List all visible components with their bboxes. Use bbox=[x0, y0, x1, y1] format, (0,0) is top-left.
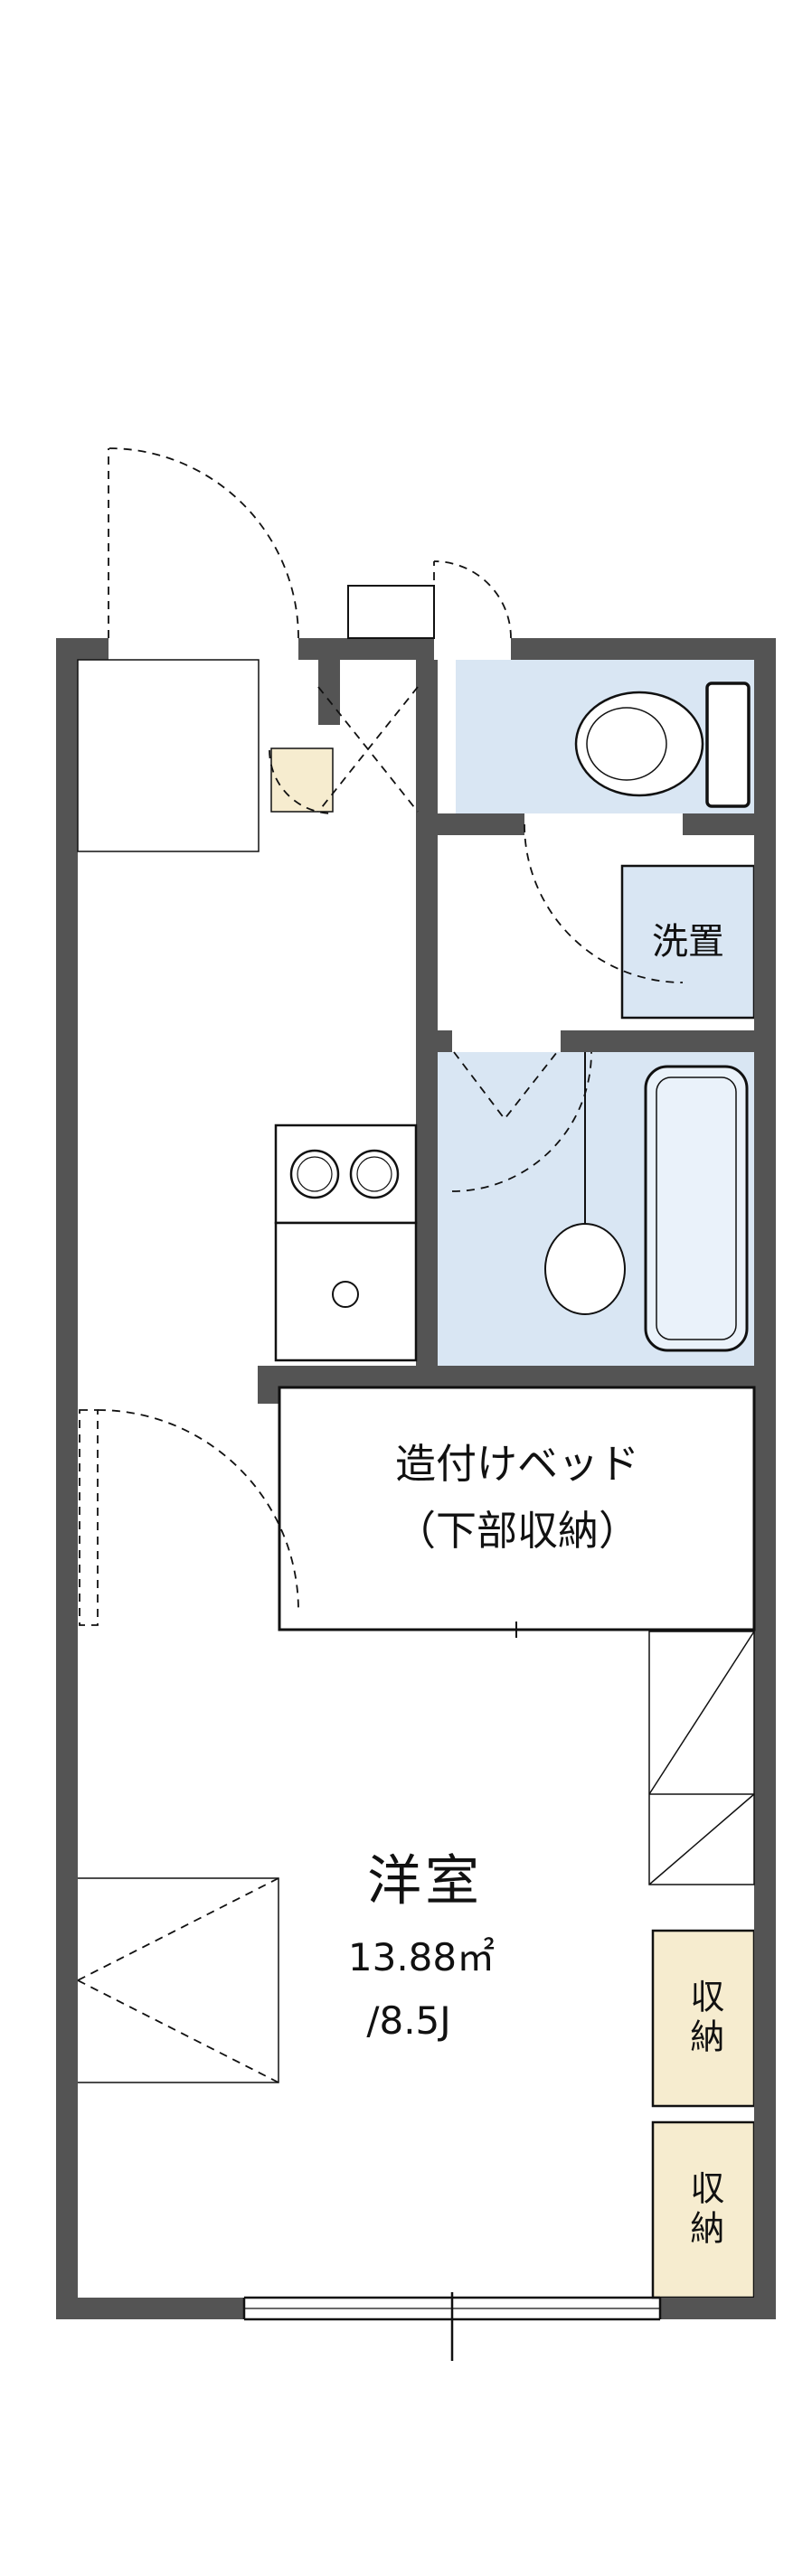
genkan-door-arc bbox=[269, 749, 334, 814]
closet-fold-line2 bbox=[77, 1979, 279, 2083]
room-name-label: 洋室 bbox=[367, 1849, 483, 1913]
room-door-arc bbox=[97, 1409, 299, 1612]
toilet-seat-icon bbox=[586, 707, 667, 781]
room-area-jo-label: /8.5J bbox=[366, 1998, 451, 2043]
stove-burner-right-icon bbox=[349, 1149, 400, 1199]
washing-machine-space bbox=[620, 864, 756, 1020]
door-swings bbox=[77, 447, 684, 2083]
bottom-wall-left bbox=[56, 2298, 244, 2319]
entrance-porch-box bbox=[347, 585, 435, 639]
room-area-m2-label: 13.88㎡ bbox=[347, 1934, 496, 1979]
sink-drain-icon bbox=[332, 1281, 359, 1308]
storage-box-bottom bbox=[651, 2120, 756, 2299]
entrance-door-arc bbox=[108, 447, 299, 639]
bathtub-icon bbox=[644, 1065, 749, 1352]
kitchen-sink-icon bbox=[274, 1221, 418, 1362]
shelf-diagonal-lower bbox=[648, 1793, 755, 1885]
shelf-box bbox=[648, 1631, 755, 1885]
washbasin-bowl-icon bbox=[544, 1223, 626, 1315]
left-wall bbox=[56, 638, 78, 2319]
porch-door-arc bbox=[433, 560, 512, 639]
storage-fills bbox=[270, 747, 756, 2299]
top-wall-center bbox=[298, 638, 434, 660]
bottom-wall-right bbox=[660, 2298, 776, 2319]
entry-partition-stub bbox=[318, 660, 340, 725]
fixtures bbox=[77, 585, 756, 2361]
top-wall-left bbox=[56, 638, 109, 660]
bath-top-wall-left bbox=[416, 1030, 452, 1052]
toilet-bottom-wall-right bbox=[683, 813, 754, 835]
washroom-door-arc bbox=[524, 823, 684, 983]
bath-bottom-wall bbox=[258, 1366, 754, 1387]
bed-label-line1: 造付けベッド bbox=[394, 1440, 640, 1489]
stove-burner-left-icon bbox=[289, 1149, 340, 1199]
toilet-bottom-wall-left bbox=[416, 813, 524, 835]
walls bbox=[56, 638, 776, 2319]
toilet-tank-icon bbox=[705, 682, 751, 808]
bath-top-wall-right bbox=[561, 1030, 754, 1052]
room-door-leaf bbox=[79, 1409, 99, 1626]
toilet-bowl-icon bbox=[574, 691, 704, 797]
stove-burner-right-inner bbox=[356, 1156, 392, 1192]
bathtub-inner-line bbox=[656, 1076, 737, 1340]
core-partition-wall bbox=[416, 660, 438, 1387]
storage-top-label: 収納 bbox=[684, 1979, 724, 2058]
top-wall-right bbox=[511, 638, 754, 660]
bed-label-line2: （下部収納） bbox=[394, 1507, 640, 1556]
entrance-floor-outline bbox=[77, 659, 260, 852]
bathroom-door-arc bbox=[451, 1051, 592, 1192]
stove-burner-left-inner bbox=[297, 1156, 333, 1192]
bath-bottom-wall-stub bbox=[258, 1366, 279, 1404]
laundry-space-label: 洗置 bbox=[652, 921, 724, 963]
shelf-diagonal-upper bbox=[648, 1631, 755, 1795]
built-in-bed-box bbox=[278, 1386, 756, 1631]
closet-outline bbox=[78, 1877, 279, 2083]
genkan-step-tile bbox=[270, 747, 334, 813]
stove-unit-icon bbox=[274, 1123, 418, 1225]
storage-bottom-label: 収納 bbox=[684, 2170, 724, 2250]
shoe-cabinet-x-line2 bbox=[317, 686, 419, 813]
right-wall bbox=[754, 638, 776, 2319]
closet-fold-line1 bbox=[77, 1877, 279, 1981]
